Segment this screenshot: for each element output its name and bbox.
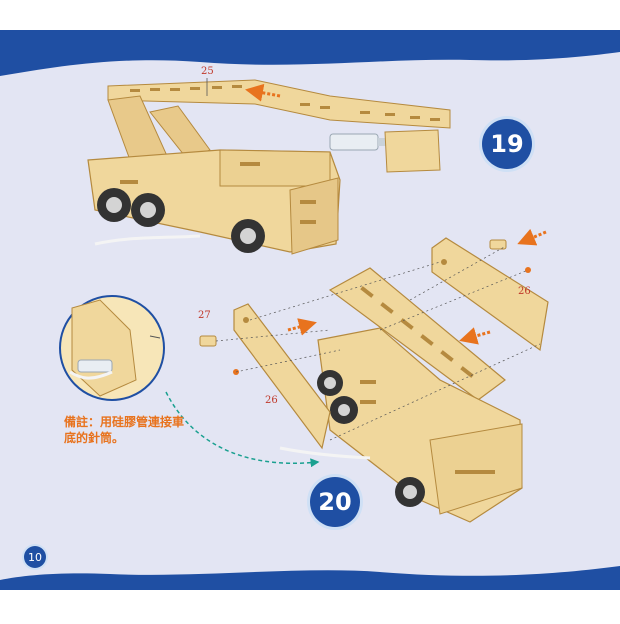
part-label-26-right: 26 [518,286,531,297]
page-number: 10 [24,546,46,568]
part-label-26-left: 26 [265,395,278,406]
step-number-badge: 19 [482,119,532,169]
part-label-25: 25 [201,66,214,77]
connector-arrow [165,391,320,468]
detail-zoom-inset [59,295,165,401]
step-number-badge: 20 [310,477,360,527]
part-label-27: 27 [198,310,211,321]
step20-truck-illustration [199,228,549,523]
assembly-note: 備註：用硅膠管連接車底的針筒。 [64,415,185,445]
step19-truck-illustration [87,78,451,255]
